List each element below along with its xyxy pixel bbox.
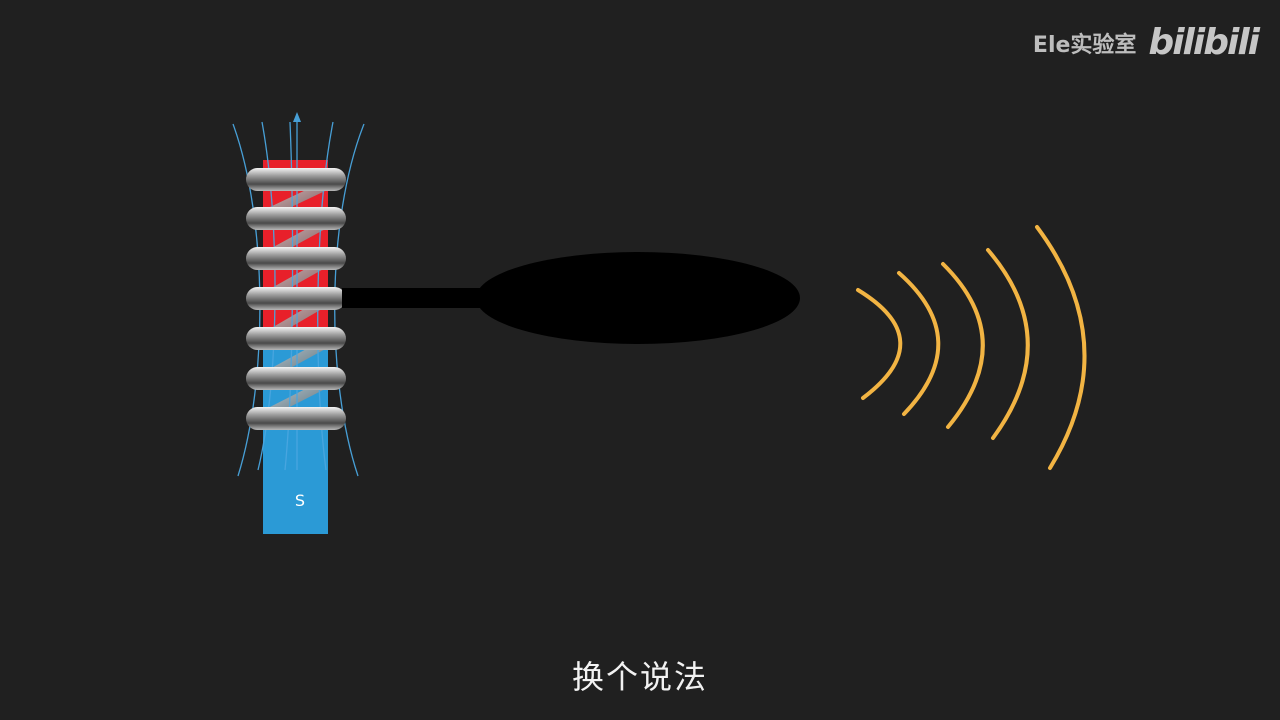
coil-loop	[246, 207, 346, 230]
sound-wave-arc	[897, 271, 941, 416]
subtitle-caption: 换个说法	[571, 658, 708, 696]
watermark: Ele实验室 bilibili	[1032, 22, 1260, 63]
sound-wave-arc	[986, 248, 1030, 440]
channel-name: Ele实验室	[1032, 32, 1137, 58]
sound-wave-arc	[1035, 225, 1087, 470]
field-arrow-icon	[293, 112, 301, 122]
coil-loop	[246, 168, 346, 191]
magnet-pole-label: S	[295, 491, 305, 510]
coil-loop	[246, 367, 346, 390]
coil-loop	[246, 287, 346, 310]
coil	[246, 168, 346, 430]
coil-loop	[246, 327, 346, 350]
diaphragm-membrane	[476, 252, 800, 344]
speaker-diaphragm	[342, 252, 800, 344]
diaphragm-rod	[342, 288, 492, 308]
sound-waves	[856, 225, 1087, 470]
coil-loop	[246, 407, 346, 430]
coil-loop	[246, 247, 346, 270]
sound-wave-arc	[856, 288, 903, 400]
bilibili-logo: bilibili	[1148, 22, 1260, 63]
sound-wave-arc	[941, 262, 985, 429]
